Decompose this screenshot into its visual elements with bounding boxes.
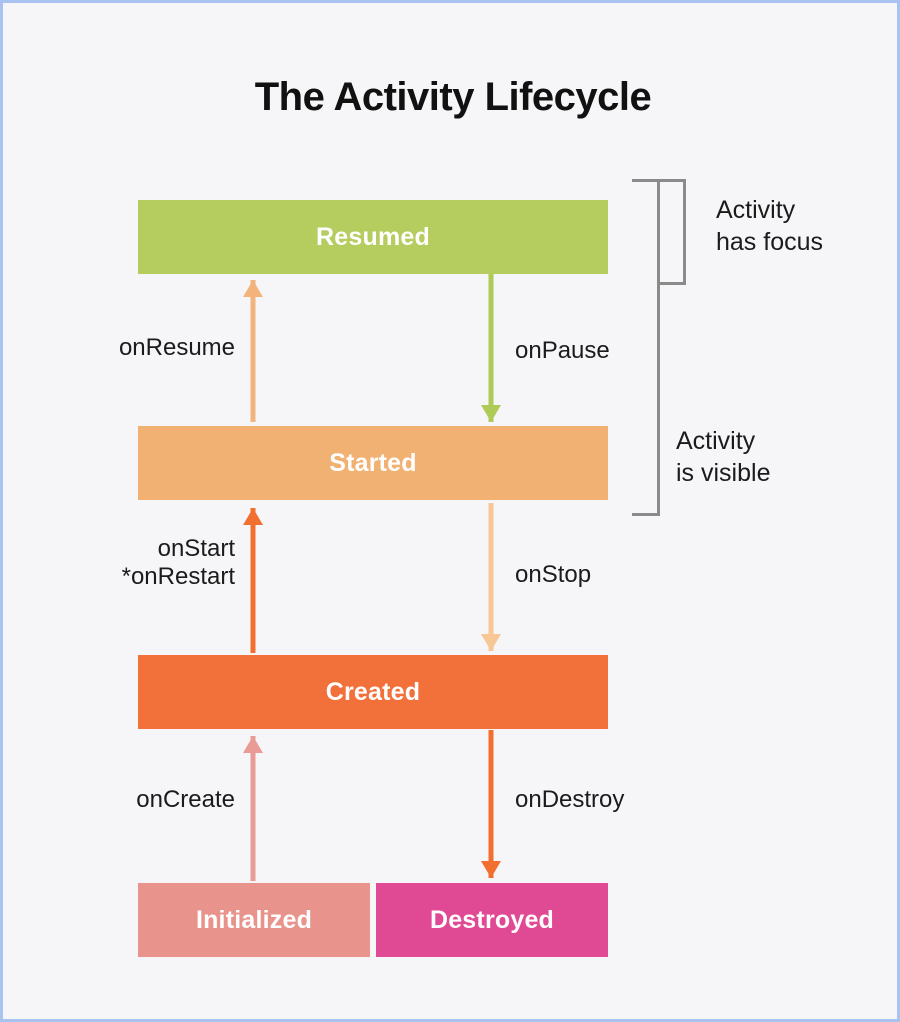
page-title: The Activity Lifecycle — [254, 75, 652, 119]
arrow-shaft — [250, 508, 256, 653]
arrow-shaft — [250, 736, 256, 881]
state-box-resumed[interactable]: Resumed — [138, 200, 608, 274]
transition-label-ondestroy: onDestroy — [515, 786, 625, 813]
arrow-head-down — [481, 861, 501, 878]
arrow-head-down — [481, 634, 501, 651]
state-label-started: Started — [329, 448, 417, 477]
arrow-onpause — [481, 274, 501, 422]
annotation-activity-has-focus: Activity has focus — [716, 196, 824, 256]
arrow-head-up — [243, 508, 263, 525]
state-box-started[interactable]: Started — [138, 426, 608, 500]
arrow-shaft — [488, 274, 494, 422]
bracket-activity-has-focus — [658, 179, 686, 285]
state-label-initialized: Initialized — [195, 905, 313, 934]
arrow-onstop — [481, 503, 501, 651]
arrow-onresume — [243, 280, 263, 422]
transition-label-onstart: onStart *onRestart — [121, 535, 235, 591]
arrow-head-up — [243, 280, 263, 297]
arrow-shaft — [488, 503, 494, 651]
state-label-resumed: Resumed — [316, 222, 430, 251]
arrow-head-up — [243, 736, 263, 753]
state-label-created: Created — [325, 677, 421, 706]
arrow-shaft — [488, 730, 494, 878]
arrow-ondestroy — [481, 730, 501, 878]
transition-label-oncreate: onCreate — [136, 786, 235, 813]
arrow-shaft — [250, 280, 256, 422]
arrow-oncreate — [243, 736, 263, 881]
state-box-created[interactable]: Created — [138, 655, 608, 729]
transition-label-onstop: onStop — [515, 561, 592, 588]
state-box-destroyed[interactable]: Destroyed — [376, 883, 608, 957]
arrow-onstart — [243, 508, 263, 653]
arrow-head-down — [481, 405, 501, 422]
annotation-activity-is-visible: Activity is visible — [676, 427, 771, 487]
transition-label-onresume: onResume — [118, 334, 235, 361]
bracket-activity-is-visible — [632, 179, 660, 516]
state-label-destroyed: Destroyed — [429, 905, 555, 934]
transition-label-onpause: onPause — [515, 337, 610, 364]
state-box-initialized[interactable]: Initialized — [138, 883, 370, 957]
